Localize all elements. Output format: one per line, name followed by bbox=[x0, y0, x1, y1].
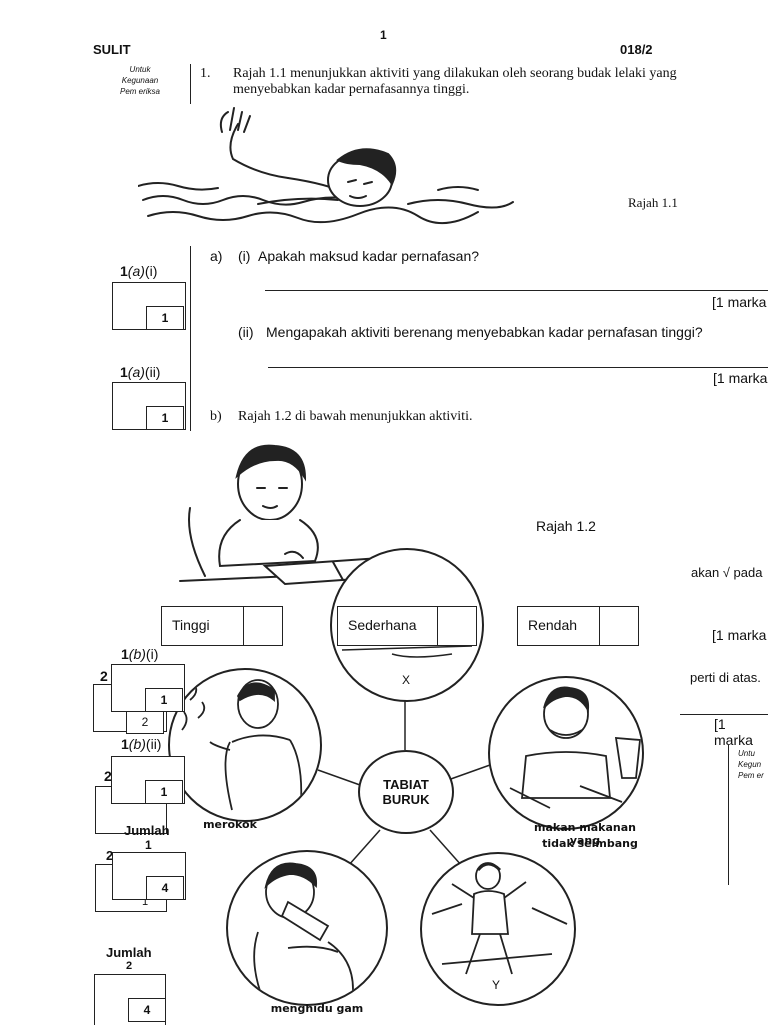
option-rendah-label: Rendah bbox=[528, 617, 578, 633]
jumlah-value[interactable]: 4 bbox=[146, 876, 184, 900]
centre-label-line1: TABIAT bbox=[383, 777, 429, 792]
habit-circle-merokok bbox=[168, 668, 322, 822]
eating-illustration bbox=[509, 686, 641, 809]
question-stem-line1: Rajah 1.1 menunjukkan aktiviti yang dila… bbox=[233, 66, 677, 81]
examiner-label-right: Untu Kegun Pem er bbox=[738, 748, 768, 781]
score-label-b-ii: 1(b)(ii) bbox=[121, 736, 162, 752]
examiner-label-pemeriksa: Pem eriksa bbox=[119, 87, 160, 96]
ghost-value-2: 2 bbox=[126, 710, 164, 734]
habit-y-illustration bbox=[431, 862, 568, 975]
examiner-label-untuk: Untuk bbox=[129, 65, 151, 74]
caption-makan-line1: makan makanan yang bbox=[534, 821, 636, 847]
habit-y-label: Y bbox=[492, 978, 501, 992]
part-a-ii-label: (ii) bbox=[238, 324, 254, 340]
figure-1-1-caption: Rajah 1.1 bbox=[628, 195, 678, 210]
option-sederhana-tickbox[interactable] bbox=[437, 607, 476, 645]
ghost-label-1: 1 bbox=[142, 896, 149, 908]
ghost-label-2a: 2 bbox=[100, 668, 108, 684]
option-tinggi-label: Tinggi bbox=[172, 617, 210, 633]
caption-merokok: merokok bbox=[203, 818, 257, 831]
caption-makan-line2: tidak seimbang bbox=[542, 837, 638, 850]
header-code: 018/2 bbox=[620, 42, 653, 57]
option-tinggi[interactable]: Tinggi bbox=[161, 606, 283, 646]
answer-line-a-ii[interactable] bbox=[268, 367, 768, 368]
part-a-i-question: Apakah maksud kadar pernafasan? bbox=[258, 248, 480, 264]
habit-x-label: X bbox=[402, 673, 411, 687]
examiner-label-kegunaan: Kegunaan bbox=[121, 76, 159, 85]
score-value-a-i[interactable]: 1 bbox=[146, 306, 184, 330]
examiner-label-right-untuk: Untu bbox=[738, 749, 755, 758]
jumlah-label: Jumlah bbox=[124, 823, 170, 838]
centre-circle: TABIAT BURUK bbox=[358, 750, 454, 834]
option-rendah[interactable]: Rendah bbox=[517, 606, 639, 646]
habit-circle-makan bbox=[488, 676, 644, 830]
question-number: 1. bbox=[200, 66, 211, 81]
jumlah2-label: Jumlah bbox=[106, 945, 152, 960]
answer-line-a-i[interactable] bbox=[265, 290, 768, 291]
marks-b-i: [1 marka bbox=[712, 627, 767, 643]
jumlah2-value[interactable]: 4 bbox=[128, 998, 166, 1022]
ghost-label-2c: 2 bbox=[104, 768, 112, 784]
marks-a-ii: [1 marka bbox=[713, 370, 768, 386]
margin-divider bbox=[190, 64, 191, 104]
marks-b-ii: [1 marka bbox=[714, 716, 753, 748]
figure-1-2-caption: Rajah 1.2 bbox=[536, 518, 596, 534]
option-sederhana-label: Sederhana bbox=[348, 617, 417, 633]
glue-sniffing-illustration bbox=[253, 862, 354, 1003]
part-b-label: b) bbox=[210, 409, 222, 424]
score-label-a-i: 1(a)(i) bbox=[120, 263, 158, 279]
centre-label-line2: BURUK bbox=[382, 792, 430, 807]
part-a-label: a) bbox=[210, 248, 223, 264]
part-a-i-label: (i) bbox=[238, 248, 251, 264]
ghost-label-2d: 2 bbox=[106, 848, 114, 863]
caption-gam: menghidu gam bbox=[270, 1002, 364, 1015]
part-b-question: Rajah 1.2 di bawah menunjukkan aktiviti. bbox=[238, 409, 473, 424]
right-margin-divider bbox=[728, 745, 729, 885]
habit-x-illustration bbox=[341, 645, 473, 658]
score-value-b-i[interactable]: 1 bbox=[145, 688, 183, 712]
score-label-a-ii: 1(a)(ii) bbox=[120, 364, 161, 380]
habit-circle-y bbox=[420, 852, 576, 1006]
smoking-illustration bbox=[181, 670, 303, 816]
jumlah-sub: 1 bbox=[145, 838, 152, 852]
habit-circle-gam bbox=[226, 850, 388, 1006]
header-sulit: SULIT bbox=[93, 42, 131, 57]
answer-line-b-ii[interactable] bbox=[680, 714, 768, 715]
score-value-b-ii[interactable]: 1 bbox=[145, 780, 183, 804]
score-label-b-i: 1(b)(i) bbox=[121, 646, 159, 662]
examiner-label: Untuk Kegunaan Pem eriksa bbox=[110, 64, 170, 97]
swimmer-illustration bbox=[138, 107, 514, 225]
part-a-ii-question: Mengapakah aktiviti berenang menyebabkan… bbox=[266, 324, 703, 340]
instruction-fragment: akan √ pada bbox=[691, 565, 763, 580]
examiner-label-right-pem: Pem er bbox=[738, 771, 764, 780]
option-sederhana[interactable]: Sederhana bbox=[337, 606, 477, 646]
page-number: 1 bbox=[380, 28, 387, 42]
option-rendah-tickbox[interactable] bbox=[599, 607, 638, 645]
examiner-label-right-kegun: Kegun bbox=[738, 760, 762, 769]
question-stem-line2: menyebabkan kadar pernafasannya tinggi. bbox=[233, 82, 470, 97]
option-tinggi-tickbox[interactable] bbox=[243, 607, 282, 645]
jumlah2-sub: 2 bbox=[126, 960, 133, 972]
question-fragment-b-ii: perti di atas. bbox=[690, 670, 761, 685]
score-value-a-ii[interactable]: 1 bbox=[146, 406, 184, 430]
part-a-divider bbox=[190, 246, 191, 431]
marks-a-i: [1 marka bbox=[712, 294, 767, 310]
